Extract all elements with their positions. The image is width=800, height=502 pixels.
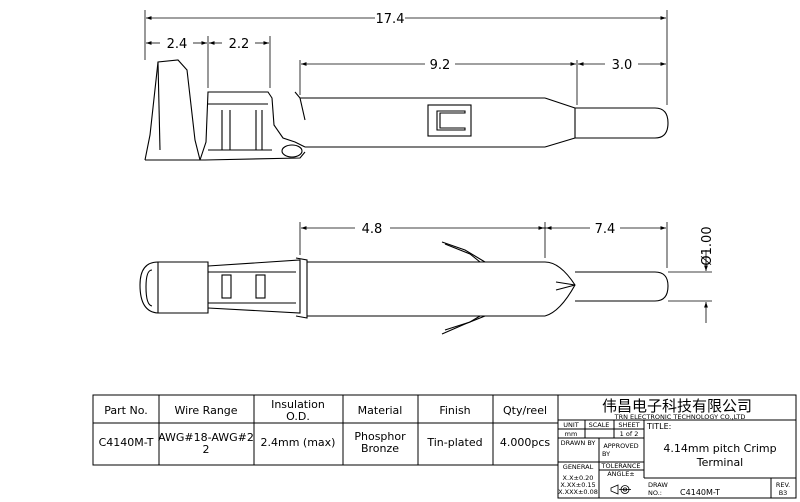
sheet-value: 1 of 2: [620, 430, 639, 438]
cell-qty: 4.000pcs: [500, 436, 551, 449]
drawing-title-cont: Terminal: [696, 456, 744, 469]
side-view-dimensions: [299, 222, 712, 323]
title-label: TITLE:: [646, 422, 671, 431]
company-en: TRN ELECTRONIC TECHNOLOGY CO.,LTD: [614, 413, 746, 421]
top-view: [144, 59, 669, 161]
col-qty: Qty/reel: [503, 404, 547, 417]
dim-side-length: 4.8: [362, 222, 383, 237]
dim-grip-length: 2.2: [229, 37, 250, 52]
rev-value: B3: [779, 489, 788, 497]
draw-no-label: NO.:: [648, 489, 662, 497]
scale-label: SCALE: [589, 421, 610, 429]
draw-no: C4140M-T: [680, 488, 720, 497]
col-wire-range: Wire Range: [174, 404, 237, 417]
dim-side-pin-length: 7.4: [595, 222, 616, 237]
dim-pin-diameter: Ø1.00: [700, 226, 715, 265]
tolerance-2: X.XX±0.15: [560, 481, 595, 489]
approved-label: APPROVED: [603, 442, 638, 450]
angle-label: ANGLE±: [607, 470, 635, 478]
drawing-title: 4.14mm pitch Crimp: [663, 442, 776, 455]
cell-wire-range: AWG#18-AWG#2: [158, 431, 254, 444]
general-label: GENERAL: [563, 463, 594, 471]
unit-label: UNIT: [563, 421, 579, 429]
approved-by-label: BY: [602, 450, 610, 458]
cell-finish: Tin-plated: [426, 436, 482, 449]
dim-wing-length: 2.4: [167, 37, 188, 52]
spec-table: [92, 394, 559, 466]
dim-tip-length: 3.0: [612, 58, 633, 73]
cell-insulation: 2.4mm (max): [261, 436, 336, 449]
sheet-label: SHEET: [618, 421, 639, 429]
company-cn: 伟昌电子科技有限公司: [602, 397, 752, 415]
cell-material-cont: Bronze: [361, 442, 399, 455]
rev-label: REV.: [776, 481, 790, 489]
drawn-by-label: DRAWN BY: [561, 439, 596, 447]
top-view-dimensions: [144, 10, 668, 105]
dim-overall-length: 17.4: [376, 12, 405, 27]
tolerance-label: TOLERANCE: [600, 462, 640, 470]
cell-part-no: C4140M-T: [99, 436, 154, 449]
col-insulation: Insulation: [271, 398, 325, 411]
projection-symbol-icon: [610, 484, 631, 495]
draw-label: DRAW: [648, 481, 668, 489]
col-material: Material: [358, 404, 403, 417]
cell-wire-range-cont: 2: [203, 443, 210, 456]
tolerance-3: X.XXX±0.08: [558, 488, 598, 496]
col-part-no: Part No.: [104, 404, 147, 417]
col-finish: Finish: [439, 404, 470, 417]
dim-contact-length: 9.2: [430, 58, 451, 73]
unit-value: mm: [565, 430, 578, 438]
side-view: [139, 241, 669, 335]
tolerance-1: X.X±0.20: [563, 474, 594, 482]
cell-material: Phosphor: [354, 430, 406, 443]
col-insulation-od: O.D.: [286, 410, 310, 423]
title-block: [557, 394, 797, 499]
